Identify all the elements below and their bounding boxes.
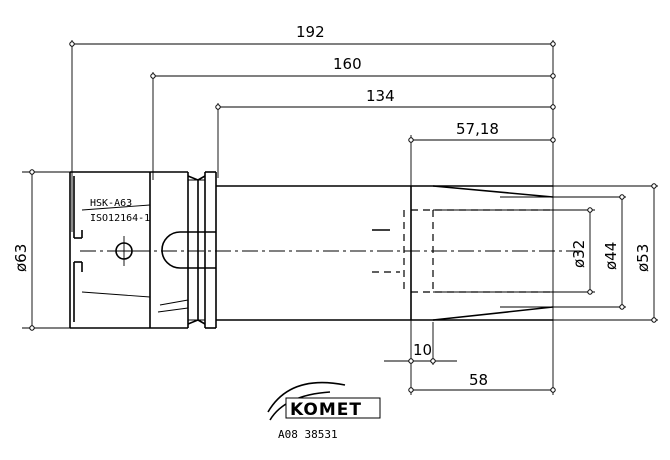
note-standard: ISO12164-1 <box>90 213 150 224</box>
dim-diameter-44: ø44 <box>602 242 620 270</box>
dim-bore-diameter: ø32 <box>570 240 588 268</box>
tool-holder-outline <box>69 171 554 329</box>
komet-logo: KOMET <box>267 381 381 421</box>
note-shank-type: HSK-A63 <box>90 198 132 209</box>
dimension-lines <box>29 41 657 393</box>
dim-flange-diameter: ø63 <box>12 244 30 272</box>
dim-taper-length: 58 <box>469 371 488 389</box>
part-number: A08 38531 <box>278 428 338 441</box>
dim-length-160: 160 <box>333 55 362 73</box>
dim-bore-depth: 57,18 <box>456 120 499 138</box>
logo-text: KOMET <box>290 400 362 420</box>
dim-diameter-53: ø53 <box>634 244 652 272</box>
dim-shoulder: 10 <box>413 341 432 359</box>
dim-overall-length: 192 <box>296 23 325 41</box>
logo-arc <box>267 381 346 413</box>
dim-length-134: 134 <box>366 87 395 105</box>
